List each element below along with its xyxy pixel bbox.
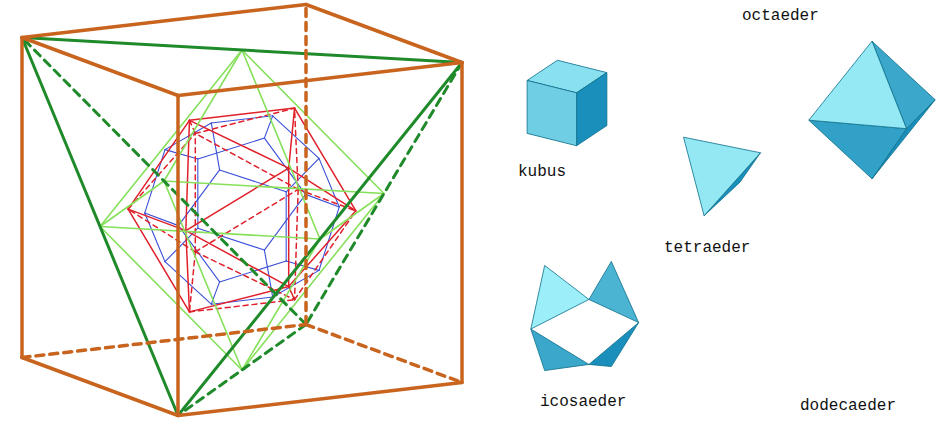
tetrahedron-wire-edge [306, 63, 462, 325]
cube-wire-edge [22, 5, 306, 38]
icosahedron-wire-edge [186, 168, 289, 230]
icosahedron-solid-face [589, 323, 639, 367]
octahedron-wire-edge [164, 181, 384, 194]
octahedron-wire-edge [164, 50, 242, 181]
icosahedron-wire-edge [295, 108, 356, 211]
cube-wire-edge [304, 5, 308, 325]
octahedron-wire-edge [100, 227, 242, 371]
icosahedron-wire-edge [189, 108, 294, 120]
tetrahedron-wire-edge [22, 38, 178, 416]
tetrahedron-solid [684, 137, 761, 216]
icosahedron-wire-edge [288, 168, 290, 286]
tetrahedron-wire [22, 38, 462, 416]
icosahedron-solid-face [531, 265, 589, 329]
octahedron-wire-edge [100, 181, 164, 227]
tetrahedron-solid-face [684, 137, 761, 216]
octahedron-solid [809, 41, 935, 179]
icosahedron-wire-edge [195, 189, 298, 251]
icosahedron-wire-edge [128, 120, 189, 209]
icosahedron-solid-face [531, 329, 589, 370]
cube-wire-edge [306, 325, 462, 383]
tetrahedron-wire-edge [22, 38, 462, 63]
icosahedron-wire-edge [195, 108, 294, 133]
dodecahedron-solid [805, 264, 927, 369]
tetrahedron-wire-edge [22, 38, 306, 325]
icosahedron-wire-edge [295, 189, 299, 299]
octahedron-wire-edge [242, 239, 320, 370]
icosahedron-wire-edge [289, 287, 295, 300]
icosahedron-wire-edge [195, 133, 298, 189]
cube-wire-edge [22, 358, 178, 416]
dodecahedron-wire-edge [286, 192, 287, 261]
icosahedron-wire-edge [189, 252, 195, 312]
icosahedron-wire-edge [289, 108, 295, 168]
cube-wire-edge [178, 63, 462, 96]
dodecahedron-wire-edge [145, 213, 179, 226]
icosahedron-wire-edge [189, 300, 294, 312]
platonic-solids [527, 41, 935, 370]
icosahedron-wire-edge [186, 120, 190, 230]
cube-solid-face [577, 73, 607, 146]
dodecahedron-wire-edge [198, 228, 265, 250]
icosahedron-wire-edge [186, 231, 289, 287]
octahedron-solid-face [809, 120, 907, 179]
cube-wire-edge [460, 63, 464, 383]
icosahedron-solid [531, 261, 639, 370]
dodecahedron-wire-edge [178, 170, 219, 226]
cube-wire-edge [22, 325, 306, 358]
nested-polyhedra [22, 5, 462, 416]
dodecahedron-wire-edge [220, 170, 287, 192]
dodecahedron-wire-edge [264, 116, 272, 138]
octahedron-solid-face [809, 41, 907, 128]
icosahedron-solid-face [589, 261, 639, 322]
cube-wire-edge [178, 383, 462, 416]
icosahedron-wire-edge [195, 133, 197, 251]
solid-name: dodecaeder [800, 398, 896, 416]
cube-wire-edge [176, 96, 180, 416]
solid-name: tetraeder [664, 240, 750, 258]
octahedron-wire-edge [100, 227, 320, 240]
cube-solid [527, 60, 607, 145]
solid-name: octaeder [742, 8, 819, 26]
dodecahedron-wire-edge [211, 282, 219, 304]
cube-wire [22, 5, 462, 416]
solid-name: kubus [518, 164, 566, 182]
solid-name: icosaeder [540, 394, 626, 412]
octahedron-wire-edge [242, 50, 320, 239]
dodecahedron-wire-edge [197, 159, 198, 228]
cube-wire-edge [22, 38, 178, 96]
cube-wire-edge [306, 5, 462, 63]
dodecahedron-wire-edge [286, 158, 319, 191]
icosahedron-wire-edge [128, 209, 189, 312]
octahedron-wire-edge [242, 50, 384, 194]
dodecahedron-wire-edge [264, 194, 305, 250]
cube-solid-face [527, 80, 576, 145]
octahedron-wire-edge [164, 181, 242, 370]
cube-wire-edge [20, 38, 24, 358]
icosahedron-wire [128, 108, 356, 312]
octahedron-wire [100, 50, 384, 370]
